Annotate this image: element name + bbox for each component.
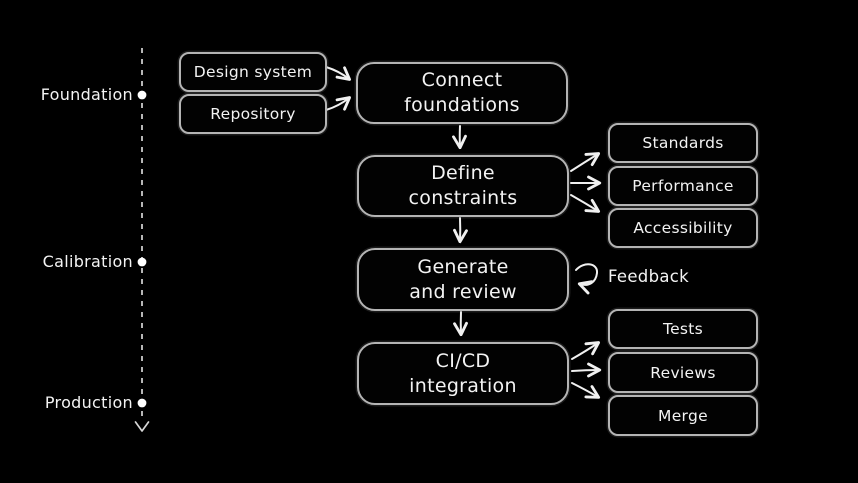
timeline-arrowhead-icon bbox=[134, 421, 150, 432]
node-generate-and-review: Generate and review bbox=[357, 248, 569, 311]
arrow-design-system-to-connect bbox=[325, 66, 352, 81]
node-performance: Performance bbox=[608, 166, 758, 206]
feedback-loop-icon bbox=[575, 263, 598, 295]
timeline-dot-production bbox=[137, 398, 147, 408]
node-define-constraints-label: Define constraints bbox=[408, 162, 518, 209]
feedback-label: Feedback bbox=[608, 267, 689, 286]
node-tests-label: Tests bbox=[662, 320, 704, 338]
node-generate-and-review-label: Generate and review bbox=[409, 255, 517, 303]
node-performance-label: Performance bbox=[632, 177, 734, 195]
phase-label-foundation: Foundation bbox=[40, 85, 133, 104]
node-design-system-label: Design system bbox=[193, 63, 313, 81]
timeline-dot-foundation bbox=[137, 90, 147, 100]
node-cicd-integration: CI/CD integration bbox=[357, 342, 569, 405]
node-repository: Repository bbox=[179, 94, 327, 134]
node-design-system: Design system bbox=[179, 52, 327, 92]
node-accessibility-label: Accessibility bbox=[633, 219, 733, 237]
node-merge: Merge bbox=[608, 395, 758, 436]
node-reviews: Reviews bbox=[608, 352, 758, 393]
node-repository-label: Repository bbox=[210, 105, 296, 123]
node-cicd-integration-label: CI/CD integration bbox=[409, 349, 517, 397]
arrow-define-to-standards bbox=[570, 152, 601, 172]
node-connect-foundations-label: Connect foundations bbox=[404, 69, 520, 116]
timeline-axis bbox=[134, 48, 150, 432]
arrow-repository-to-connect bbox=[325, 96, 352, 111]
timeline-dot-calibration bbox=[137, 257, 147, 267]
node-tests: Tests bbox=[608, 309, 758, 349]
arrow-define-to-accessibility bbox=[570, 194, 601, 213]
node-standards-label: Standards bbox=[642, 134, 724, 152]
node-merge-label: Merge bbox=[658, 406, 708, 425]
arrow-cicd-to-reviews bbox=[571, 362, 602, 378]
node-accessibility: Accessibility bbox=[608, 208, 758, 248]
phase-label-calibration: Calibration bbox=[42, 252, 133, 271]
phase-label-production: Production bbox=[44, 393, 133, 412]
node-connect-foundations: Connect foundations bbox=[356, 62, 568, 124]
node-reviews-label: Reviews bbox=[650, 363, 716, 382]
arrow-cicd-to-merge bbox=[571, 382, 601, 399]
node-standards: Standards bbox=[608, 123, 758, 163]
node-define-constraints: Define constraints bbox=[357, 155, 569, 217]
arrow-cicd-to-tests bbox=[571, 341, 601, 360]
